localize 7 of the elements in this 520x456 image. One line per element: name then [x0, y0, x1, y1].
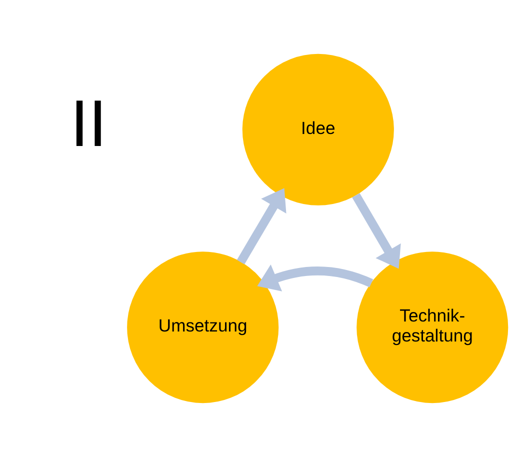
- arrow: [236, 188, 286, 264]
- arrow: [352, 192, 400, 268]
- node-circle: Idee: [242, 53, 394, 205]
- node-circle: Umsetzung: [126, 251, 278, 403]
- label: II: [70, 86, 106, 160]
- arrow: [256, 264, 373, 291]
- node-circle: Technik- gestaltung: [356, 251, 508, 403]
